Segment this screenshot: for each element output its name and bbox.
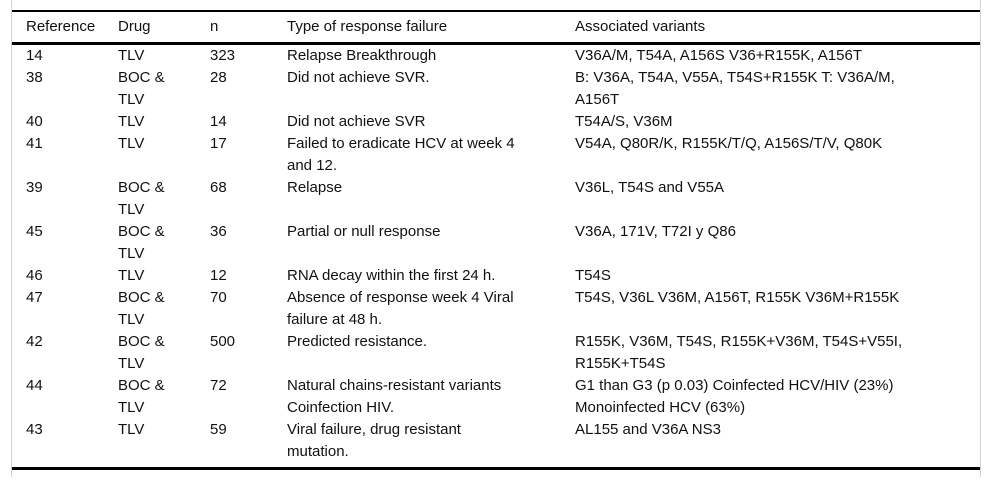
cell-type-of-response-failure: Relapse (287, 179, 343, 196)
study-table: Reference Drug n Type of response failur… (12, 10, 980, 470)
cell-type-of-response-failure: Partial or null response (287, 223, 441, 240)
cell-associated-variants: G1 than G3 (p 0.03) Coinfected HCV/HIV (… (575, 377, 894, 416)
cell-associated-variants: V54A, Q80R/K, R155K/T/Q, A156S/T/V, Q80K (575, 135, 883, 152)
cell-type-of-response-failure: Predicted resistance. (287, 333, 428, 350)
cell-reference: 38 (26, 69, 43, 86)
table-row: 40 TLV 14 Did not achieve SVR T54A/S, V3… (12, 111, 980, 133)
table-body: 14 TLV 323 Relapse Breakthrough V36A/M, … (12, 44, 980, 469)
cell-reference: 41 (26, 135, 43, 152)
cell-n: 14 (210, 113, 227, 130)
table-row: 14 TLV 323 Relapse Breakthrough V36A/M, … (12, 44, 980, 68)
cell-reference: 39 (26, 179, 43, 196)
cell-type-of-response-failure: Failed to eradicate HCV at week 4 and 12… (287, 135, 515, 174)
cell-type-of-response-failure: Absence of response week 4 Viral failure… (287, 289, 514, 328)
cell-associated-variants: T54S (575, 267, 611, 284)
cell-drug: TLV (118, 113, 145, 130)
table-row: 42 BOC & TLV 500 Predicted resistance. R… (12, 331, 980, 375)
cell-drug: BOC & TLV (118, 223, 165, 262)
table-row: 45 BOC & TLV 36 Partial or null response… (12, 221, 980, 265)
cell-reference: 40 (26, 113, 43, 130)
cell-type-of-response-failure: Natural chains-resistant variants Coinfe… (287, 377, 502, 416)
cell-n: 70 (210, 289, 227, 306)
col-header-type-of-response-failure: Type of response failure (287, 11, 575, 45)
cell-reference: 42 (26, 333, 43, 350)
cell-n: 12 (210, 267, 227, 284)
cell-reference: 43 (26, 421, 43, 438)
table-row: 46 TLV 12 RNA decay within the first 24 … (12, 265, 980, 287)
cell-associated-variants: R155K, V36M, T54S, R155K+V36M, T54S+V55I… (575, 333, 903, 372)
cell-reference: 47 (26, 289, 43, 306)
cell-n: 72 (210, 377, 227, 394)
study-table-frame: Reference Drug n Type of response failur… (11, 0, 981, 477)
cell-type-of-response-failure: Did not achieve SVR (287, 113, 426, 130)
cell-associated-variants: T54S, V36L V36M, A156T, R155K V36M+R155K (575, 289, 900, 306)
cell-n: 500 (210, 333, 236, 350)
header-row: Reference Drug n Type of response failur… (12, 11, 980, 45)
cell-drug: TLV (118, 47, 145, 64)
col-header-associated-variants: Associated variants (575, 11, 980, 45)
table-row: 47 BOC & TLV 70 Absence of response week… (12, 287, 980, 331)
col-header-reference: Reference (12, 11, 118, 45)
cell-reference: 46 (26, 267, 43, 284)
col-header-drug: Drug (118, 11, 210, 45)
cell-drug: BOC & TLV (118, 377, 165, 416)
cell-type-of-response-failure: RNA decay within the first 24 h. (287, 267, 496, 284)
cell-drug: BOC & TLV (118, 69, 165, 108)
cell-associated-variants: V36L, T54S and V55A (575, 179, 725, 196)
cell-n: 323 (210, 47, 236, 64)
cell-drug: TLV (118, 267, 145, 284)
cell-drug: TLV (118, 421, 145, 438)
cell-reference: 14 (26, 47, 43, 64)
cell-reference: 45 (26, 223, 43, 240)
cell-n: 59 (210, 421, 227, 438)
table-row: 44 BOC & TLV 72 Natural chains-resistant… (12, 375, 980, 419)
table-row: 38 BOC & TLV 28 Did not achieve SVR. B: … (12, 67, 980, 111)
cell-drug: TLV (118, 135, 145, 152)
cell-type-of-response-failure: Relapse Breakthrough (287, 47, 437, 64)
table-row: 43 TLV 59 Viral failure, drug resistant … (12, 419, 980, 469)
cell-associated-variants: V36A/M, T54A, A156S V36+R155K, A156T (575, 47, 862, 64)
cell-n: 68 (210, 179, 227, 196)
table-header: Reference Drug n Type of response failur… (12, 11, 980, 45)
table-row: 39 BOC & TLV 68 Relapse V36L, T54S and V… (12, 177, 980, 221)
cell-drug: BOC & TLV (118, 179, 165, 218)
cell-type-of-response-failure: Did not achieve SVR. (287, 69, 430, 86)
cell-n: 17 (210, 135, 227, 152)
cell-type-of-response-failure: Viral failure, drug resistant mutation. (287, 421, 461, 460)
cell-n: 36 (210, 223, 227, 240)
cell-drug: BOC & TLV (118, 333, 165, 372)
cell-associated-variants: T54A/S, V36M (575, 113, 673, 130)
cell-associated-variants: V36A, 171V, T72I y Q86 (575, 223, 736, 240)
cell-associated-variants: AL155 and V36A NS3 (575, 421, 721, 438)
col-header-n: n (210, 11, 287, 45)
cell-drug: BOC & TLV (118, 289, 165, 328)
cell-reference: 44 (26, 377, 43, 394)
table-row: 41 TLV 17 Failed to eradicate HCV at wee… (12, 133, 980, 177)
cell-n: 28 (210, 69, 227, 86)
cell-associated-variants: B: V36A, T54A, V55A, T54S+R155K T: V36A/… (575, 69, 895, 108)
